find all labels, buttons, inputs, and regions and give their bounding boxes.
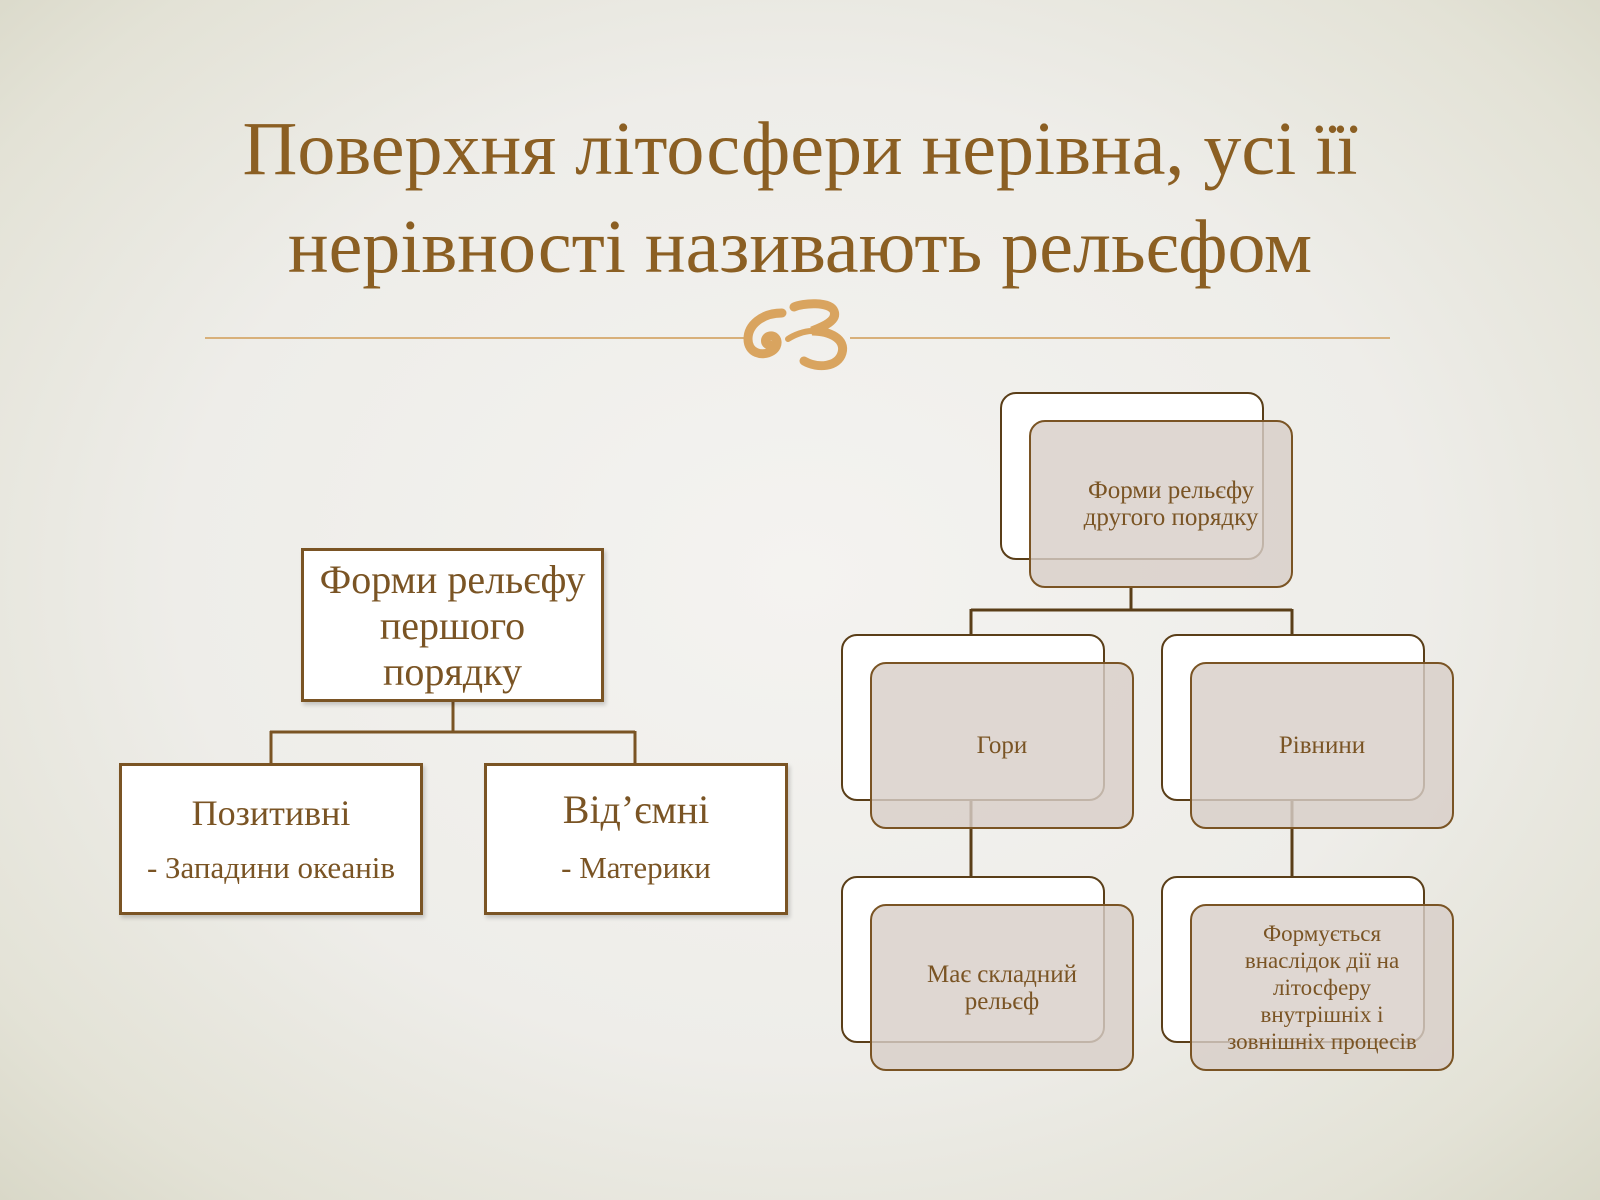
first-order-landforms-box: Форми рельєфу першого порядку <box>301 548 604 702</box>
plains-box: Рівнини <box>1190 662 1454 829</box>
positive-landforms-box: Позитивні - Западини океанів <box>119 763 423 915</box>
first-order-line-3: порядку <box>304 649 601 695</box>
positive-detail: - Западини океанів <box>122 850 420 886</box>
mountains-detail-line-2: рельєф <box>927 988 1077 1015</box>
negative-heading: Від’ємні <box>487 788 785 832</box>
plains-detail-line-2: внаслідок дії на <box>1227 947 1417 974</box>
negative-detail: - Материки <box>487 850 785 886</box>
mountains-box: Гори <box>870 662 1134 829</box>
first-order-line-2: першого <box>304 603 601 649</box>
plains-detail-box: Формується внаслідок дії на літосферу вн… <box>1190 904 1454 1071</box>
plains-detail-line-5: зовнішніх процесів <box>1227 1028 1417 1055</box>
mountains-label: Гори <box>977 732 1028 759</box>
negative-landforms-box: Від’ємні - Материки <box>484 763 788 915</box>
second-order-line-1: Форми рельєфу <box>1084 477 1259 504</box>
positive-heading: Позитивні <box>122 792 420 834</box>
mountains-detail-line-1: Має складний <box>927 961 1077 988</box>
first-order-line-1: Форми рельєфу <box>304 557 601 603</box>
mountains-detail-box: Має складний рельєф <box>870 904 1134 1071</box>
plains-label: Рівнини <box>1279 732 1365 759</box>
plains-detail-line-4: внутрішніх і <box>1227 1001 1417 1028</box>
second-order-landforms-box: Форми рельєфу другого порядку <box>1029 420 1293 588</box>
plains-detail-line-1: Формується <box>1227 920 1417 947</box>
plains-detail-line-3: літосферу <box>1227 974 1417 1001</box>
second-order-line-2: другого порядку <box>1084 504 1259 531</box>
